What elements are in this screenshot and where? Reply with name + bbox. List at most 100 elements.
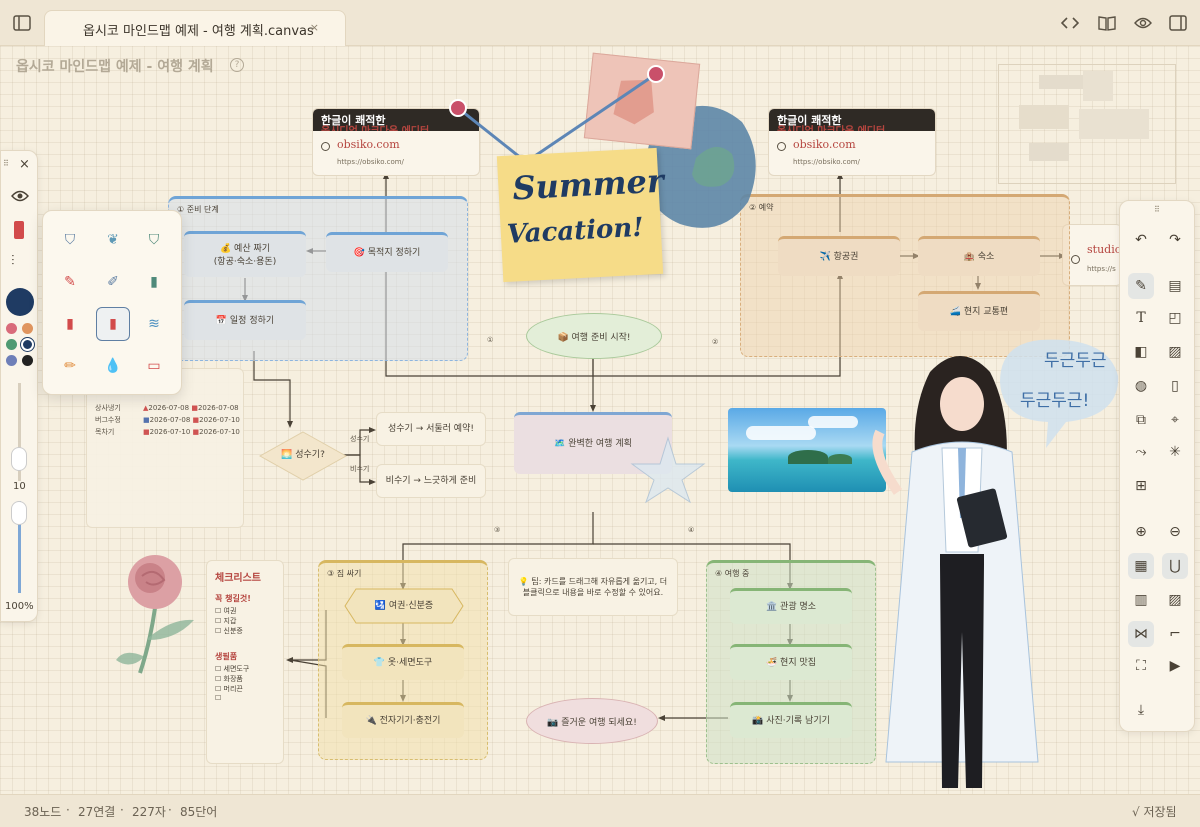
node-peak-no[interactable]: 비수기 → 느긋하게 준비 [376,464,486,498]
canvas-area[interactable]: 옵시코 마인드맵 예제 - 여행 계획 ? [0,46,1200,794]
node-flight[interactable]: ✈️ 항공권 [778,236,900,276]
right-sidebar-toggle-icon[interactable] [1168,13,1188,33]
link-card-studio[interactable]: studio https://s [1062,224,1122,286]
table-row: 버그수정■2026-07-08 ■2026-07-10 [95,416,240,424]
drag-handle-icon[interactable]: ⠿ [3,159,9,168]
grid-toggle-icon[interactable]: ▦ [1128,553,1154,579]
color-swatch-red[interactable] [6,323,17,334]
note-tool-icon[interactable]: ▤ [1168,278,1182,294]
node-passport-shape[interactable] [344,588,464,624]
checklist-item[interactable]: ☐ 머리끈 [215,685,243,693]
pen-nib-icon[interactable]: ⛉ [148,232,160,248]
opacity-slider-track[interactable] [18,501,21,593]
zoom-out-icon[interactable]: ⊖ [1169,524,1181,540]
pen-marker-icon[interactable]: ▮ [150,274,158,290]
tab-close-button[interactable]: × [309,21,319,34]
sticky-note[interactable]: Summer Vacation! [496,147,665,283]
node-schedule[interactable]: 📅 일정 정하기 [184,300,306,340]
minimap[interactable] [998,64,1176,184]
pen-crayon-icon[interactable]: ▮ [96,307,130,341]
code-view-icon[interactable] [1060,13,1080,33]
help-icon[interactable]: ? [230,58,244,72]
location-pin-icon[interactable]: ⌖ [1171,412,1179,428]
current-color-swatch[interactable] [6,288,34,316]
pen-fountain-icon[interactable]: ⛉ [64,232,76,248]
speech-bubble-line2: 두근두근! [1020,391,1090,411]
pen-tool-icon[interactable]: ✎ [1128,273,1154,299]
node-budget[interactable]: 💰 예산 짜기 (항공·숙소·용돈) [184,231,306,277]
node-tip[interactable]: 💡 팁: 카드를 드래그해 자유롭게 옮기고, 더블클릭으로 내용을 바로 수정… [508,558,678,616]
node-clothes[interactable]: 👕 옷·세면도구 [342,644,464,680]
grid-group-icon[interactable]: ⊞ [1135,478,1147,494]
curve-edge-icon[interactable]: ⋈ [1128,621,1154,647]
node-destination[interactable]: 🎯 목적지 정하기 [326,232,448,272]
eraser-icon[interactable]: ▭ [147,358,161,374]
checklist-item[interactable]: ☐ 여권 [215,607,237,615]
text-tool-icon[interactable]: T [1136,310,1146,326]
sticky-tool-icon[interactable]: ◧ [1134,344,1148,360]
checklist-item[interactable]: ☐ [215,694,222,702]
node-sights[interactable]: 🏛️ 관광 명소 [730,588,852,624]
picture-icon[interactable]: ▨ [1168,592,1182,608]
undo-icon[interactable]: ↶ [1135,232,1147,248]
sidebar-toggle-icon[interactable] [12,13,32,33]
image-tool-icon[interactable]: ▨ [1168,344,1182,360]
sliders-icon[interactable]: ⫶ [11,253,15,269]
checklist-item[interactable]: ☐ 세면도구 [215,665,250,673]
edge-label: 성수기 [350,435,370,443]
toolbar-close-button[interactable]: × [19,157,30,172]
presentation-icon[interactable]: ▶ [1169,658,1181,674]
web-link-icon[interactable]: ◍ [1134,378,1148,394]
step-edge-icon[interactable]: ⌐ [1169,626,1181,642]
size-slider-track[interactable] [18,383,21,481]
sparkle-icon[interactable]: ✳ [1169,444,1181,460]
pen-brush-icon[interactable]: ✐ [107,274,119,290]
drag-handle-icon[interactable]: ⠿ [1154,205,1160,214]
opacity-slider-handle[interactable] [11,501,27,525]
redo-icon[interactable]: ↷ [1169,232,1181,248]
node-peak-question-shape[interactable] [258,430,348,482]
export-icon[interactable]: ⤓ [1137,702,1145,718]
node-photos[interactable]: 📸 사진·기록 남기기 [730,702,852,738]
eye-icon[interactable] [1133,13,1153,33]
globe-icon [1071,255,1080,264]
node-peak-yes[interactable]: 성수기 → 서둘러 예약! [376,412,486,446]
pen-highlighter-icon[interactable]: ▮ [66,316,74,332]
file-icon[interactable]: ▯ [1171,378,1179,394]
magnet-snap-icon[interactable]: ⋃ [1162,553,1188,579]
node-lodging[interactable]: 🏨 숙소 [918,236,1040,276]
node-food[interactable]: 🍜 현지 맛집 [730,644,852,680]
checklist-item[interactable]: ☐ 지갑 [215,617,237,625]
shapes-tool-icon[interactable]: ◰ [1168,310,1182,326]
color-swatch-orange[interactable] [22,323,33,334]
color-swatch-black[interactable] [22,355,33,366]
envelope-sticker [583,52,701,150]
pen-spray-icon[interactable]: ≋ [148,316,160,332]
color-swatch-purple[interactable] [6,355,17,366]
color-swatch-green[interactable] [6,339,17,350]
embed-icon[interactable]: ⧉ [1136,412,1146,428]
pen-watercolor-icon[interactable]: 💧 [104,358,122,374]
map-icon[interactable]: ▥ [1134,592,1148,608]
marker-icon[interactable] [14,221,24,239]
link-card-obsiko[interactable]: 한글이 쾌적한 옵시디언 마크다운 에디터 obsiko.com https:/… [312,108,480,176]
node-enjoy[interactable]: 📷 즐거운 여행 되세요! [526,698,658,744]
node-electronics[interactable]: 🔌 전자기기·충전기 [342,702,464,738]
zoom-in-icon[interactable]: ⊕ [1135,524,1147,540]
tab-canvas[interactable]: 옵시코 마인드맵 예제 - 여행 계획.canvas × [44,10,346,46]
connect-icon[interactable]: ⤳ [1135,444,1147,460]
pen-ballpoint-icon[interactable]: ✎ [64,274,76,290]
book-icon[interactable] [1097,13,1117,33]
node-start[interactable]: 📦 여행 준비 시작! [526,313,662,359]
checklist-item[interactable]: ☐ 신분증 [215,627,243,635]
eye-icon[interactable] [11,189,29,207]
checklist-card[interactable]: 체크리스트 꼭 챙길것! ☐ 여권 ☐ 지갑 ☐ 신분증 생필품 ☐ 세면도구 … [206,560,284,764]
color-swatch-navy[interactable] [21,338,34,351]
link-card-obsiko[interactable]: 한글이 쾌적한 옵시디언 마크다운 에디터 obsiko.com https:/… [768,108,936,176]
size-slider-handle[interactable] [11,447,27,471]
pen-pencil-icon[interactable]: ✏ [64,358,76,374]
fit-screen-icon[interactable]: ⛶ [1136,658,1146,674]
node-transport[interactable]: 🚄 현지 교통편 [918,291,1040,331]
checklist-item[interactable]: ☐ 화장품 [215,675,243,683]
pen-feather-icon[interactable]: ❦ [107,232,119,248]
